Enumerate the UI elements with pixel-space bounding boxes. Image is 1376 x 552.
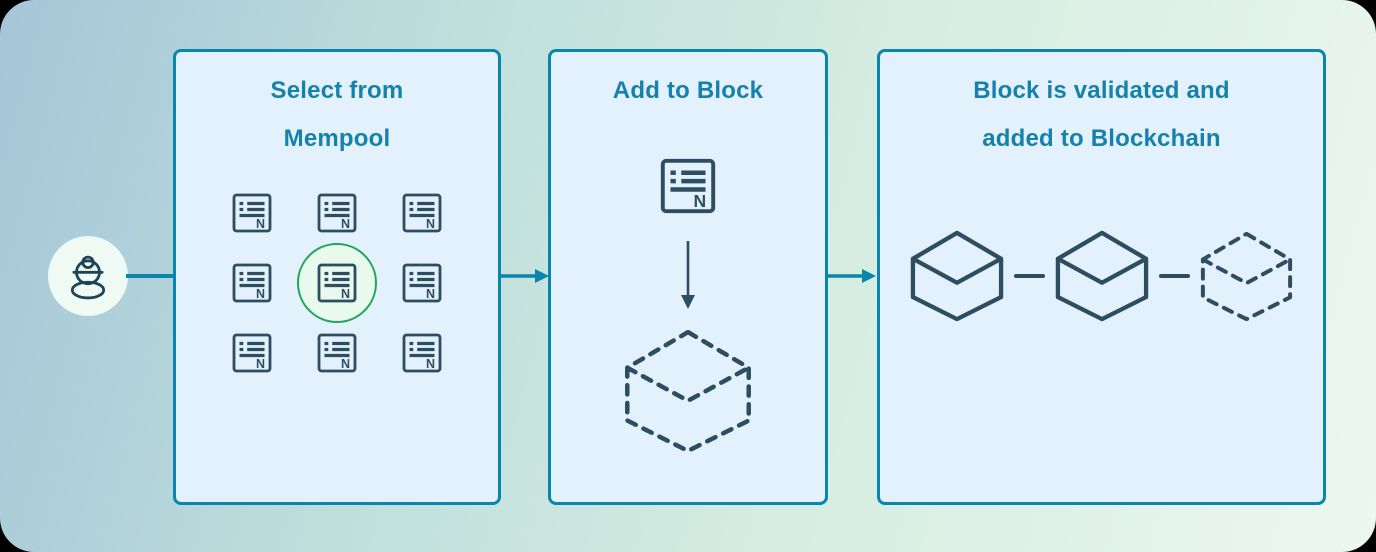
- arrow-right-icon: [825, 269, 876, 283]
- transaction-grid: [232, 193, 442, 373]
- title-line: Block is validated and: [973, 77, 1230, 104]
- chain-link-line: [1159, 273, 1190, 279]
- cube-block-icon: [1054, 230, 1150, 322]
- miner-connector-line: [126, 274, 174, 278]
- panel-mempool: Select from Mempool: [173, 49, 501, 505]
- panel-blockchain-title: Block is validated and added to Blockcha…: [880, 67, 1323, 163]
- cube-block-dashed-icon: [1200, 231, 1293, 321]
- transaction-icon: [317, 333, 357, 373]
- transaction-icon: [232, 193, 272, 233]
- panel-add-to-block: Add to Block: [548, 49, 828, 505]
- transaction-icon: [402, 333, 442, 373]
- cube-block-dashed-icon: [622, 328, 754, 455]
- title-line: Mempool: [283, 125, 391, 152]
- transaction-icon: [232, 333, 272, 373]
- cube-block-icon: [909, 230, 1005, 322]
- transaction-icon: [402, 263, 442, 303]
- miner-person-icon: [70, 255, 106, 300]
- arrow-down-icon: [681, 241, 695, 309]
- title-line: added to Blockchain: [982, 125, 1221, 152]
- transaction-icon: [232, 263, 272, 303]
- transaction-icon: [660, 158, 716, 214]
- panel-mempool-title: Select from Mempool: [176, 67, 498, 163]
- panel-add-to-block-title: Add to Block: [551, 67, 825, 115]
- arrow-right-icon: [498, 269, 549, 283]
- miner-badge: [48, 236, 128, 316]
- transaction-icon-selected: [297, 243, 377, 323]
- panel-blockchain: Block is validated and added to Blockcha…: [877, 49, 1326, 505]
- chain-link-line: [1014, 273, 1045, 279]
- title-line: Select from: [270, 77, 404, 104]
- blockchain-row: [880, 230, 1323, 322]
- selected-transaction-ring: [297, 243, 377, 323]
- title-line: Add to Block: [612, 77, 764, 104]
- transaction-icon: [317, 193, 357, 233]
- transaction-icon: [402, 193, 442, 233]
